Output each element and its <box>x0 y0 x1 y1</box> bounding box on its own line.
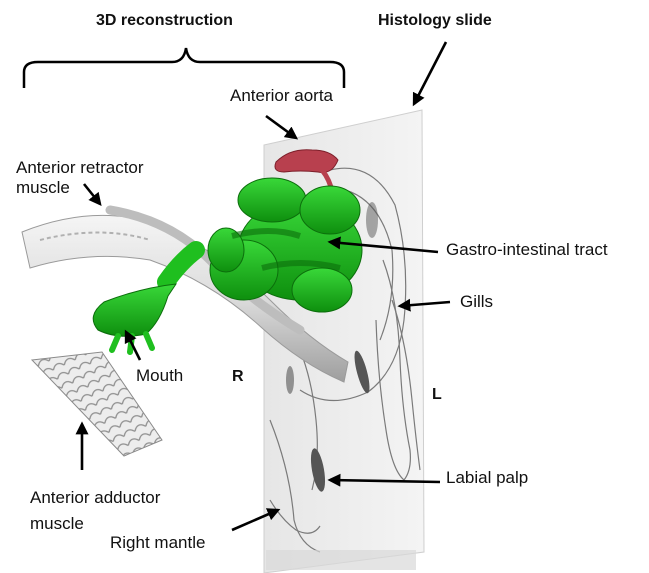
anterior-aorta-arrow <box>266 116 296 138</box>
anterior-retractor-label-line2: muscle <box>16 178 144 198</box>
left-side-marker: L <box>432 386 442 404</box>
mouth-label: Mouth <box>136 366 183 386</box>
histology-slide-arrow <box>414 42 446 104</box>
anterior-adductor-label: Anterior adductor muscle <box>30 488 160 533</box>
anterior-retractor-label-line1: Anterior retractor <box>16 158 144 178</box>
anterior-retractor-label: Anterior retractor muscle <box>16 158 144 197</box>
right-mantle-label: Right mantle <box>110 533 205 553</box>
anterior-adductor-label-line1: Anterior adductor <box>30 488 160 508</box>
reconstruction-header: 3D reconstruction <box>96 12 233 30</box>
gills-label: Gills <box>460 292 493 312</box>
reconstruction-bracket <box>24 48 344 88</box>
histology-header: Histology slide <box>378 12 492 30</box>
anterior-adductor-label-line2: muscle <box>30 514 160 534</box>
gastro-intestinal-label: Gastro-intestinal tract <box>446 240 608 260</box>
anterior-aorta-label: Anterior aorta <box>230 86 333 106</box>
right-side-marker: R <box>232 368 244 386</box>
labial-palp-label: Labial palp <box>446 468 528 488</box>
slide-label-strip <box>266 550 416 570</box>
